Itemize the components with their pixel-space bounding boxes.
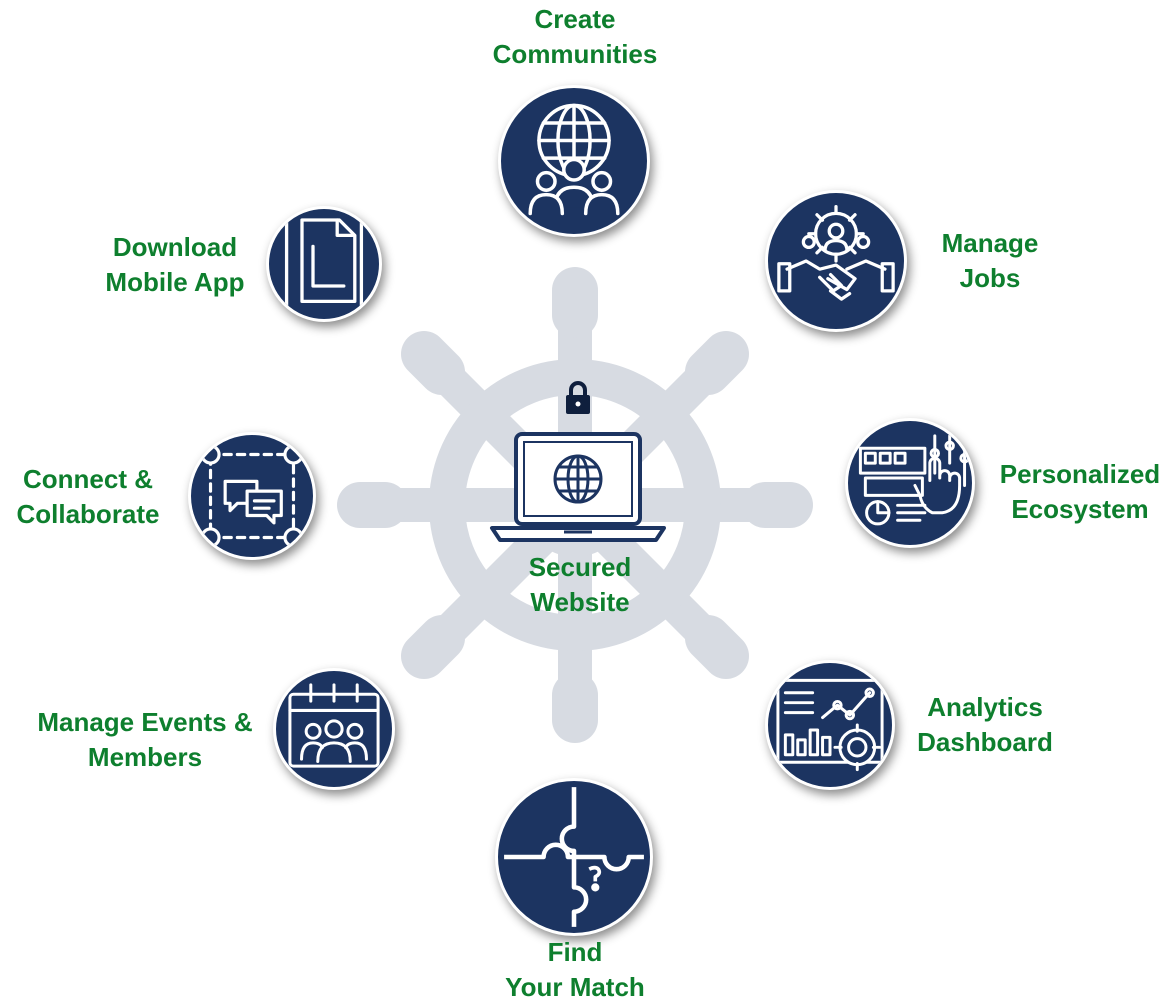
center-label-line2: Website bbox=[530, 587, 630, 617]
label-line2: Mobile App bbox=[105, 267, 245, 297]
label-line2: Ecosystem bbox=[1011, 494, 1149, 524]
wheel-rim bbox=[429, 359, 721, 651]
label-line2: Members bbox=[87, 742, 203, 772]
center-label-secured-website: Secured Website bbox=[500, 550, 660, 620]
label-line1: Personalized bbox=[999, 459, 1161, 489]
label-line1: Connect & bbox=[23, 464, 153, 494]
label-manage-events-members[interactable]: Manage Events & Members bbox=[20, 705, 270, 775]
label-line1: Create bbox=[534, 4, 616, 34]
label-line1: Download bbox=[112, 232, 238, 262]
label-analytics-dashboard[interactable]: Analytics Dashboard bbox=[895, 690, 1075, 760]
find-your-match-button[interactable] bbox=[495, 778, 653, 936]
label-line2: Collaborate bbox=[16, 499, 160, 529]
chat-network-icon bbox=[200, 444, 304, 548]
personalized-ecosystem-button[interactable] bbox=[845, 418, 975, 548]
center-label-line1: Secured bbox=[528, 552, 632, 582]
analytics-dashboard-button[interactable] bbox=[765, 660, 895, 790]
calendar-people-icon bbox=[288, 683, 380, 768]
globe-icon bbox=[553, 454, 603, 504]
mobile-app-icon bbox=[284, 218, 364, 317]
download-mobile-app-button[interactable] bbox=[266, 206, 382, 322]
label-personalized-ecosystem[interactable]: Personalized Ecosystem bbox=[990, 457, 1170, 527]
manage-events-members-button[interactable] bbox=[273, 668, 395, 790]
label-find-your-match[interactable]: Find Your Match bbox=[480, 935, 670, 1005]
label-line1: Manage bbox=[941, 228, 1039, 258]
label-connect-collaborate[interactable]: Connect & Collaborate bbox=[8, 462, 168, 532]
label-line2: Your Match bbox=[505, 972, 645, 1002]
manage-jobs-button[interactable] bbox=[765, 190, 907, 332]
wheel-handles bbox=[337, 267, 813, 743]
dashboard-touch-icon bbox=[858, 434, 970, 526]
label-create-communities[interactable]: Create Communities bbox=[470, 2, 680, 72]
connect-collaborate-button[interactable] bbox=[188, 432, 316, 560]
lock-icon bbox=[566, 381, 590, 414]
label-line2: Dashboard bbox=[917, 727, 1053, 757]
label-line2: Jobs bbox=[959, 263, 1021, 293]
puzzle-icon bbox=[504, 787, 644, 927]
label-manage-jobs[interactable]: Manage Jobs bbox=[910, 226, 1070, 296]
label-line2: Communities bbox=[492, 39, 658, 69]
chart-gear-icon bbox=[776, 678, 884, 772]
label-line1: Analytics bbox=[927, 692, 1043, 722]
label-line1: Find bbox=[547, 937, 603, 967]
label-download-mobile-app[interactable]: Download Mobile App bbox=[85, 230, 265, 300]
create-communities-button[interactable] bbox=[498, 85, 650, 237]
globe-people-icon bbox=[528, 103, 620, 216]
label-line1: Manage Events & bbox=[37, 707, 253, 737]
laptop-icon bbox=[490, 432, 666, 542]
handshake-gear-icon bbox=[777, 204, 895, 301]
